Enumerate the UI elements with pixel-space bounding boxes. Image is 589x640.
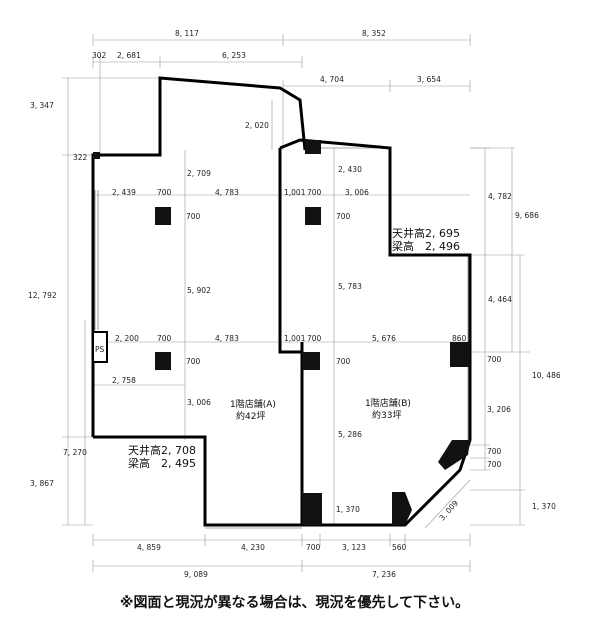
column xyxy=(438,440,470,470)
column xyxy=(93,152,100,159)
column xyxy=(302,493,322,525)
shop-b-area: 約33坪 xyxy=(372,409,401,421)
dim-322: 322 xyxy=(73,153,88,162)
dim-left-3867: 3, 867 xyxy=(30,479,54,488)
ps-label: PS xyxy=(95,345,105,354)
dim-2758: 2, 758 xyxy=(112,376,136,385)
dim-top-total-left: 8, 117 xyxy=(175,29,199,38)
dim-1001-a: 1,001 xyxy=(284,188,306,197)
dim-right-4782: 4, 782 xyxy=(488,192,512,201)
column xyxy=(450,342,470,367)
dim-860: 860 xyxy=(452,334,467,343)
shop-b-name: 1階店舗(B) xyxy=(365,397,411,409)
dim-700-c: 700 xyxy=(186,212,201,221)
dim-right-9686: 9, 686 xyxy=(515,211,539,220)
dim-700-g: 700 xyxy=(186,357,201,366)
dim-3006-b: 3, 006 xyxy=(187,398,211,407)
dim-top-2681: 2, 681 xyxy=(117,51,141,60)
disclaimer-note: ※図面と現況が異なる場合は、現況を優先して下さい。 xyxy=(119,595,470,611)
dim-700-f: 700 xyxy=(307,334,322,343)
dim-top-3654: 3, 654 xyxy=(417,75,441,84)
dim-700-d: 700 xyxy=(336,212,351,221)
shop-a-name: 1階店舗(A) xyxy=(230,398,276,410)
dim-bot-3123: 3, 123 xyxy=(342,543,366,552)
dim-5286: 5, 286 xyxy=(338,430,362,439)
dim-700-a: 700 xyxy=(157,188,172,197)
dimension-lines xyxy=(62,34,530,572)
dim-5783: 5, 783 xyxy=(338,282,362,291)
dim-bot-560: 560 xyxy=(392,543,407,552)
dim-bot-4859: 4, 859 xyxy=(137,543,161,552)
dim-right-700-a: 700 xyxy=(487,355,502,364)
column xyxy=(155,207,171,225)
dim-4783-a: 4, 783 xyxy=(215,188,239,197)
dim-bot-700: 700 xyxy=(306,543,321,552)
dim-5902: 5, 902 xyxy=(187,286,211,295)
dim-right-700-b: 700 xyxy=(487,447,502,456)
column xyxy=(302,352,320,370)
dim-700-b: 700 xyxy=(307,188,322,197)
dim-5676: 5, 676 xyxy=(372,334,396,343)
columns xyxy=(93,140,470,525)
dim-2709: 2, 709 xyxy=(187,169,211,178)
dim-3009: 3, 009 xyxy=(437,498,460,522)
dim-right-4464: 4, 464 xyxy=(488,295,512,304)
dim-1370-a: 1, 370 xyxy=(336,505,360,514)
column xyxy=(305,140,321,154)
beam-height-a: 梁高 2, 495 xyxy=(128,456,196,470)
ps-shaft xyxy=(92,331,108,363)
dim-4783-b: 4, 783 xyxy=(215,334,239,343)
dim-bot-7236: 7, 236 xyxy=(372,570,396,579)
dimension-labels: 8, 117 8, 352 302 2, 681 6, 253 4, 704 3… xyxy=(28,29,561,579)
dim-top-total-right: 8, 352 xyxy=(362,29,386,38)
dim-2439: 2, 439 xyxy=(112,188,136,197)
dim-right-3206: 3, 206 xyxy=(487,405,511,414)
dim-top-302: 302 xyxy=(92,51,107,60)
dim-top-6253: 6, 253 xyxy=(222,51,246,60)
dim-1001-b: 1,001 xyxy=(284,334,306,343)
dim-top-4704: 4, 704 xyxy=(320,75,344,84)
dim-left-3347: 3, 347 xyxy=(30,101,54,110)
windows xyxy=(94,147,472,529)
dim-bot-9089: 9, 089 xyxy=(184,570,208,579)
dim-2430: 2, 430 xyxy=(338,165,362,174)
column xyxy=(392,492,412,525)
column xyxy=(305,207,321,225)
ceiling-height-b: 天井高2, 695 xyxy=(392,226,460,240)
dim-right-1370: 1, 370 xyxy=(532,502,556,511)
column xyxy=(155,352,171,370)
dim-right-700-c: 700 xyxy=(487,460,502,469)
ceiling-height-a: 天井高2, 708 xyxy=(128,443,196,457)
dim-bot-4230: 4, 230 xyxy=(241,543,265,552)
dim-left-12792: 12, 792 xyxy=(28,291,57,300)
dim-right-10486: 10, 486 xyxy=(532,371,561,380)
dim-3006-a: 3, 006 xyxy=(345,188,369,197)
beam-height-b: 梁高 2, 496 xyxy=(392,239,460,253)
dim-700-e: 700 xyxy=(157,334,172,343)
dim-700-h: 700 xyxy=(336,357,351,366)
dim-left-7270: 7, 270 xyxy=(63,448,87,457)
shop-a-area: 約42坪 xyxy=(236,410,265,422)
dim-2020: 2, 020 xyxy=(245,121,269,130)
dim-2200: 2, 200 xyxy=(115,334,139,343)
